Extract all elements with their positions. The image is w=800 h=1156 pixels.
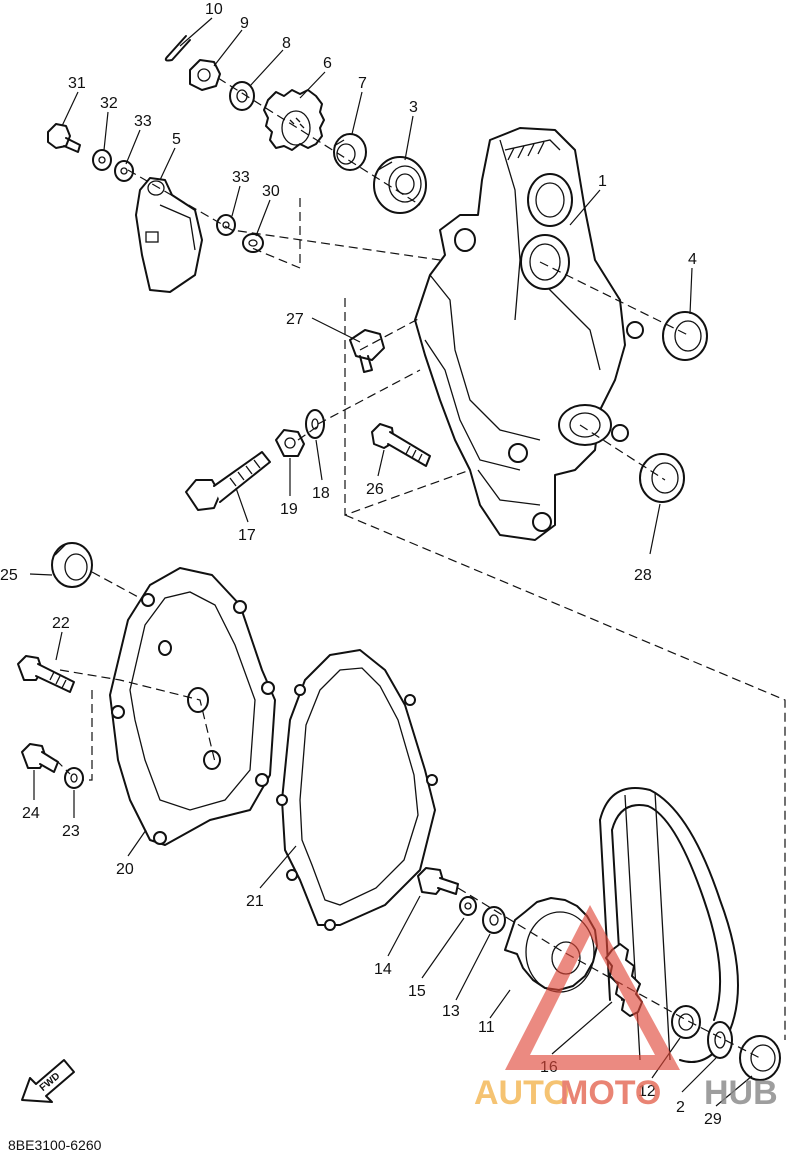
drive-chain xyxy=(599,787,739,1063)
bolt-17 xyxy=(185,451,271,511)
bolt-24 xyxy=(21,743,59,773)
watermark-moto: MOTO xyxy=(560,1074,661,1112)
washer-33 xyxy=(114,160,134,182)
bearing-3 xyxy=(373,156,427,214)
washer-13 xyxy=(482,906,506,934)
castle-nut xyxy=(189,59,221,91)
collar-7 xyxy=(333,133,367,171)
diagram-code: 8BE3100-6260 xyxy=(8,1137,102,1153)
callout-label: 2 xyxy=(676,1099,685,1116)
bearing-29 xyxy=(739,1035,781,1081)
callout-label: 28 xyxy=(634,567,652,584)
callout-label: 5 xyxy=(172,131,181,148)
callout-label: 26 xyxy=(366,481,384,498)
washer-32 xyxy=(92,149,112,171)
gasket-21 xyxy=(276,649,438,931)
callout-label: 15 xyxy=(408,983,426,1000)
bearing-25 xyxy=(51,542,93,588)
oil-seal-4 xyxy=(662,311,708,361)
sprocket-6 xyxy=(263,89,325,151)
callout-label: 4 xyxy=(688,251,697,268)
washer-15 xyxy=(459,896,477,916)
callout-label: 13 xyxy=(442,1003,460,1020)
callout-label: 18 xyxy=(312,485,330,502)
callout-label: 20 xyxy=(116,861,134,878)
bolt-26 xyxy=(371,423,431,467)
callout-label: 25 xyxy=(0,567,18,584)
callout-label: 1 xyxy=(598,173,607,190)
callout-label: 6 xyxy=(323,55,332,72)
callout-label: 8 xyxy=(282,35,291,52)
callout-label: 30 xyxy=(262,183,280,200)
callout-label: 3 xyxy=(409,99,418,116)
callout-label: 19 xyxy=(280,501,298,518)
watermark-hub: HUB xyxy=(704,1074,778,1112)
grease-nipple-27 xyxy=(349,329,385,373)
nut-19 xyxy=(275,429,305,457)
bolt-14 xyxy=(417,867,459,895)
automotohub-watermark: AUTO MOTO HUB xyxy=(474,905,778,1112)
callout-label: 29 xyxy=(704,1111,722,1128)
callout-label: 10 xyxy=(205,1,223,18)
callout-label: 21 xyxy=(246,893,264,910)
oil-seal-28 xyxy=(639,453,685,503)
callout-label: 7 xyxy=(358,75,367,92)
main-case xyxy=(414,127,644,541)
callout-label: 12 xyxy=(638,1083,656,1100)
watermark-triangle-icon xyxy=(505,905,680,1070)
callout-label: 22 xyxy=(52,615,70,632)
callout-label: 24 xyxy=(22,805,40,822)
chain-case-cover-20 xyxy=(109,567,276,846)
callout-label: 32 xyxy=(100,95,118,112)
callout-label: 31 xyxy=(68,75,86,92)
callout-label: 27 xyxy=(286,311,304,328)
callout-label: 17 xyxy=(238,527,256,544)
forward-arrow-icon: FWD xyxy=(21,1059,75,1103)
washer-18 xyxy=(305,409,325,439)
washer-33b xyxy=(216,214,236,236)
callout-label: 14 xyxy=(374,961,392,978)
bolt-31 xyxy=(47,123,81,153)
bolt-22 xyxy=(17,655,75,693)
callout-label: 23 xyxy=(62,823,80,840)
callout-label: 11 xyxy=(478,1019,495,1036)
tensioner-arm-5 xyxy=(135,177,203,293)
watermark-auto: AUTO xyxy=(474,1074,570,1112)
split-pin xyxy=(164,35,191,62)
callout-label: 33 xyxy=(232,169,250,186)
callout-label: 9 xyxy=(240,15,249,32)
collar-12 xyxy=(671,1005,701,1039)
callout-label: 33 xyxy=(134,113,152,130)
washer-2 xyxy=(707,1021,733,1059)
washer-30 xyxy=(242,233,264,253)
